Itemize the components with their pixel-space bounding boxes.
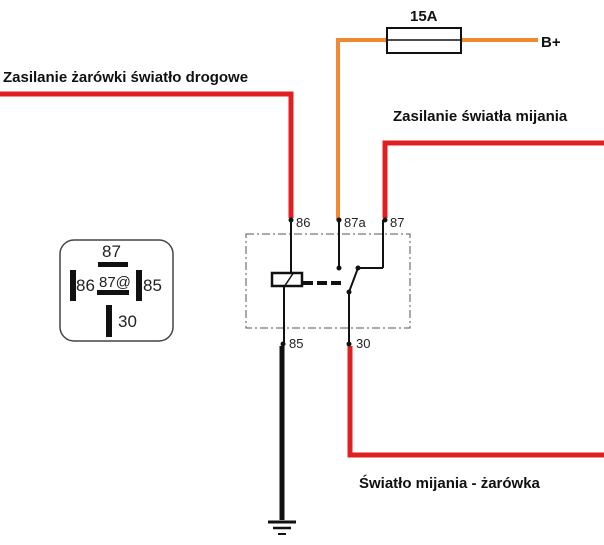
- pin-85-terminal: [280, 341, 286, 347]
- relay-housing: [245, 233, 411, 329]
- low-beam-bulb-wire: [347, 346, 604, 458]
- socket-slot-85: [136, 270, 142, 301]
- socket-label-85: 85: [143, 276, 162, 295]
- socket-slot-86: [70, 270, 76, 301]
- fused-supply-wire: [336, 38, 388, 220]
- fuse-rating-label: 15A: [410, 8, 438, 25]
- low-beam-bulb-label: Światło mijania - żarówka: [359, 474, 541, 492]
- low-beam-supply-label: Zasilanie światła mijania: [393, 108, 568, 125]
- switch-arm: [348, 267, 359, 293]
- ground-icon: [268, 520, 296, 535]
- coil-diagonal: [283, 271, 295, 288]
- battery-label: B+: [541, 34, 561, 51]
- socket-slot-87a: [97, 290, 129, 295]
- pin-87-label: 87: [390, 215, 404, 230]
- pin-30-label: 30: [356, 336, 370, 351]
- pin-87a-label: 87a: [344, 215, 366, 230]
- pin-85-label: 85: [289, 336, 303, 351]
- socket-slot-30: [106, 305, 112, 337]
- socket-label-30: 30: [118, 312, 137, 331]
- high-beam-supply-label: Zasilanie żarówki światło drogowe: [3, 69, 248, 86]
- socket-label-86: 86: [76, 276, 95, 295]
- contact-87-node: [355, 265, 361, 271]
- relay-coil: [270, 271, 304, 288]
- pin-87-terminal: [382, 217, 388, 223]
- socket-slot-87: [98, 262, 128, 267]
- pin-86-terminal: [288, 217, 294, 223]
- socket-label-87: 87: [102, 242, 121, 261]
- high-beam-supply-wire: [0, 91, 294, 218]
- pin-30-terminal: [346, 341, 352, 347]
- low-beam-supply-wire: [382, 140, 604, 218]
- contact-87a-node: [336, 265, 342, 271]
- contact-30-node: [346, 289, 352, 295]
- relay-socket-pinout: 87 86 87@ 85 30: [59, 239, 174, 342]
- pin-86-label: 86: [296, 215, 310, 230]
- pin-87a-terminal: [336, 217, 342, 223]
- socket-label-87a: 87@: [99, 274, 131, 291]
